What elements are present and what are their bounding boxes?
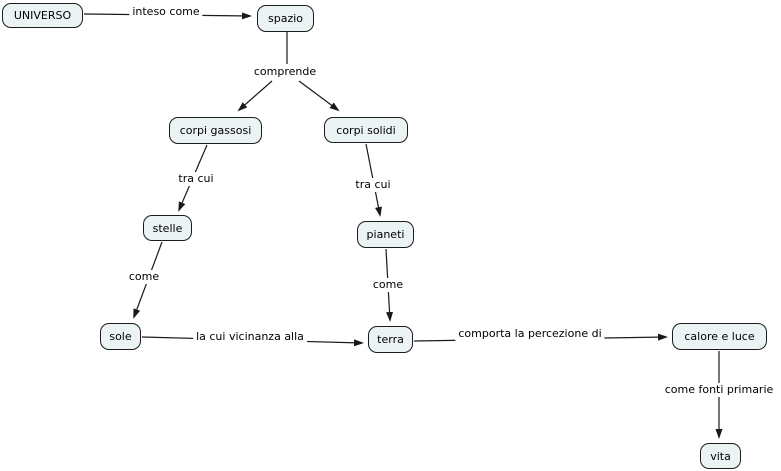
- node-universo[interactable]: UNIVERSO: [2, 3, 83, 28]
- link-label-comporta-la-percezione-di[interactable]: comporta la percezione di: [455, 327, 605, 341]
- link-label-comprende[interactable]: comprende: [250, 65, 320, 79]
- node-sole[interactable]: sole: [100, 323, 141, 350]
- link-label-come-fonti-primarie[interactable]: come fonti primarie: [661, 383, 777, 397]
- node-label: corpi gassosi: [179, 124, 252, 137]
- node-label: sole: [109, 330, 132, 343]
- node-label: calore e luce: [684, 330, 755, 343]
- link-label-tra-cui-gassosi[interactable]: tra cui: [175, 172, 217, 186]
- node-vita[interactable]: vita: [700, 443, 741, 469]
- node-label: spazio: [267, 12, 303, 25]
- node-corpi-solidi[interactable]: corpi solidi: [324, 117, 408, 143]
- link-label-inteso-come[interactable]: inteso come: [129, 5, 203, 19]
- node-spazio[interactable]: spazio: [257, 5, 314, 32]
- node-label: stelle: [152, 221, 183, 235]
- link-label-come-stelle[interactable]: come: [125, 270, 163, 284]
- node-stelle[interactable]: stelle: [143, 215, 192, 241]
- node-label: UNIVERSO: [13, 9, 72, 22]
- node-pianeti[interactable]: pianeti: [357, 221, 414, 248]
- node-corpi-gassosi[interactable]: corpi gassosi: [169, 117, 262, 144]
- edge-comprende-corpi-gassosi: [237, 80, 273, 112]
- node-terra[interactable]: terra: [368, 326, 413, 353]
- node-calore-e-luce[interactable]: calore e luce: [672, 323, 767, 350]
- link-label-la-cui-vicinanza-alla[interactable]: la cui vicinanza alla: [193, 330, 307, 344]
- edge-comprende-corpi-solidi: [298, 80, 340, 112]
- link-label-come-pianeti[interactable]: come: [369, 278, 407, 292]
- node-label: corpi solidi: [336, 123, 396, 137]
- node-label: terra: [377, 333, 404, 346]
- node-label: vita: [710, 449, 731, 463]
- link-label-tra-cui-solidi[interactable]: tra cui: [352, 178, 394, 192]
- node-label: pianeti: [366, 228, 405, 241]
